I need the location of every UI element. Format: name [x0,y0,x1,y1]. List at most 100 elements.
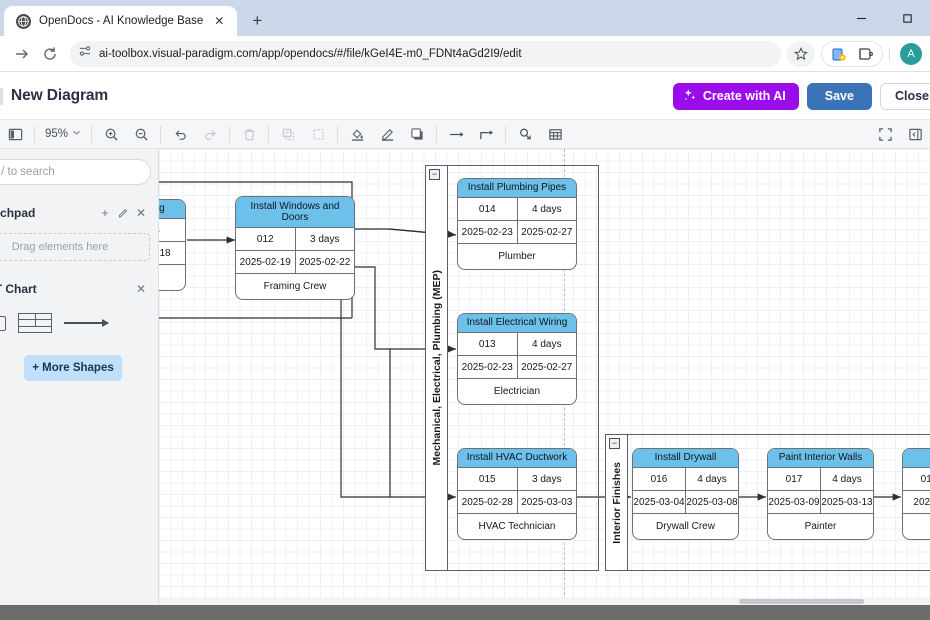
node-install-drywall[interactable]: Install Drywall 016 4 days 2025-03-04 20… [632,448,739,540]
redo-icon[interactable] [195,120,225,149]
scratchpad-header: Scratchpad + ✕ [0,203,150,223]
node-resource: Painter [768,514,873,539]
elbow-connector-icon[interactable] [471,120,501,149]
toolbar-divider [160,126,161,143]
node-row-dates: 2025-03-04 2025-03-08 [633,491,738,514]
node-duration: 3 days [296,228,355,250]
right-panel-icon[interactable] [900,120,930,149]
app-header: New Diagram Create with AI Save Close [0,73,930,120]
line-color-icon[interactable] [372,120,402,149]
toolbar-divider [436,126,437,143]
pencil-icon[interactable] [114,204,132,222]
scrollbar-thumb[interactable] [739,599,864,604]
chevron-down-icon [72,128,81,140]
collapse-icon[interactable]: − [429,169,440,180]
more-shapes-button[interactable]: + More Shapes [24,355,122,381]
table-tool-icon[interactable] [540,120,570,149]
diagram-content: Mechanical, Electrical, Plumbing (MEP) −… [159,149,930,605]
diagram-toolbar: 95% [0,120,930,149]
extensions-icon[interactable] [828,43,850,65]
zoom-out-icon[interactable] [126,120,156,149]
toolbar-divider [337,126,338,143]
node-start-date: 2025-02-28 [458,491,518,513]
scratchpad-dropzone[interactable]: Drag elements here [0,233,150,261]
node-code: 018 [903,468,930,490]
swimlane-interior-label: Interior Finishes [611,462,623,544]
node-install-plumbing-pipes[interactable]: Install Plumbing Pipes 014 4 days 2025-0… [457,178,577,270]
node-paint-interior-walls[interactable]: Paint Interior Walls 017 4 days 2025-03-… [767,448,874,540]
search-placeholder: Type / to search [0,166,55,178]
rectangle-shape[interactable] [0,316,6,331]
node-install-flooring[interactable]: Ins 018 2025-0 Fl [902,448,930,540]
page-title: New Diagram [11,87,108,105]
minimize-icon[interactable] [838,0,884,36]
node-end-date: 2025-02-27 [518,221,577,243]
shape-tool-icon[interactable] [510,120,540,149]
shadow-icon[interactable] [402,120,432,149]
node-resource: Framing Crew [236,274,354,299]
close-icon[interactable]: ✕ [132,280,150,298]
search-input[interactable]: Type / to search [0,159,151,185]
horizontal-scrollbar[interactable] [159,598,930,605]
app-header-actions: Create with AI Save Close [673,83,920,110]
node-duration: 4 days [518,333,577,355]
node-install-windows-doors[interactable]: Install Windows and Doors 012 3 days 202… [235,196,355,300]
toolbar-divider [268,126,269,143]
node-start-date: 2025-02-23 [458,356,518,378]
close-icon[interactable]: ✕ [132,204,150,222]
maximize-icon[interactable] [884,0,930,36]
scratchpad-title: Scratchpad [0,206,96,220]
node-row-code-duration: 014 4 days [458,198,576,221]
panel-toggle-icon[interactable] [0,120,30,149]
node-install-electrical-wiring[interactable]: Install Electrical Wiring 013 4 days 202… [457,313,577,405]
node-install-hvac-ductwork[interactable]: Install HVAC Ductwork 015 3 days 2025-02… [457,448,577,540]
zoom-level-control[interactable]: 95% [39,128,87,140]
close-button[interactable]: Close [880,83,930,110]
straight-connector-icon[interactable] [441,120,471,149]
reload-icon[interactable] [36,40,64,68]
browser-tab-title: OpenDocs - AI Knowledge Base [39,15,203,27]
save-button[interactable]: Save [807,83,872,110]
node-end-date: 2025-02-27 [518,356,577,378]
node-start-date: 2025-02-18 [159,242,185,264]
collapse-icon[interactable]: − [609,438,620,449]
node-resource: Fl [903,514,930,539]
node-duration: 3 days [518,468,577,490]
star-icon[interactable] [787,41,815,67]
node-title: Install Drywall [633,449,738,468]
arrow-connector-shape[interactable] [64,322,108,324]
close-icon[interactable]: ✕ [211,13,227,29]
copy-icon[interactable] [273,120,303,149]
node-row-code-duration: 4 days [159,219,185,242]
site-settings-icon[interactable] [78,44,92,63]
node-row-dates: 2025-0 [903,491,930,514]
swimlane-mep-label: Mechanical, Electrical, Plumbing (MEP) [431,270,443,465]
node-resource: HVAC Technician [458,514,576,539]
side-panel-icon[interactable] [854,43,876,65]
address-bar[interactable]: ai-toolbox.visual-paradigm.com/app/opend… [70,41,781,67]
create-with-ai-button[interactable]: Create with AI [673,83,799,110]
forward-icon[interactable] [8,40,36,68]
trash-icon[interactable] [234,120,264,149]
fill-color-icon[interactable] [342,120,372,149]
undo-icon[interactable] [165,120,195,149]
add-icon[interactable]: + [96,204,114,222]
fullscreen-icon[interactable] [870,120,900,149]
browser-tab-strip: OpenDocs - AI Knowledge Base ✕ + [0,0,930,36]
zoom-in-icon[interactable] [96,120,126,149]
pert-table-shape[interactable] [18,313,52,333]
diagram-canvas[interactable]: Mechanical, Electrical, Plumbing (MEP) −… [159,149,930,605]
title-accent-bar [0,88,3,105]
node-title: Install HVAC Ductwork [458,449,576,468]
node-row-dates: 2025-02-23 2025-02-27 [458,221,576,244]
swimlane-interior-header: Interior Finishes [606,435,628,570]
paste-icon[interactable] [303,120,333,149]
sparkle-icon [683,88,697,105]
node-row-code-duration: 017 4 days [768,468,873,491]
new-tab-button[interactable]: + [243,7,271,35]
node-title: Paint Interior Walls [768,449,873,468]
toolbar-divider [91,126,92,143]
browser-tab[interactable]: OpenDocs - AI Knowledge Base ✕ [4,6,237,36]
avatar[interactable]: A [900,43,922,65]
node-exterior-siding[interactable]: or Siding 4 days 2025-02-18 Crew [159,199,186,291]
